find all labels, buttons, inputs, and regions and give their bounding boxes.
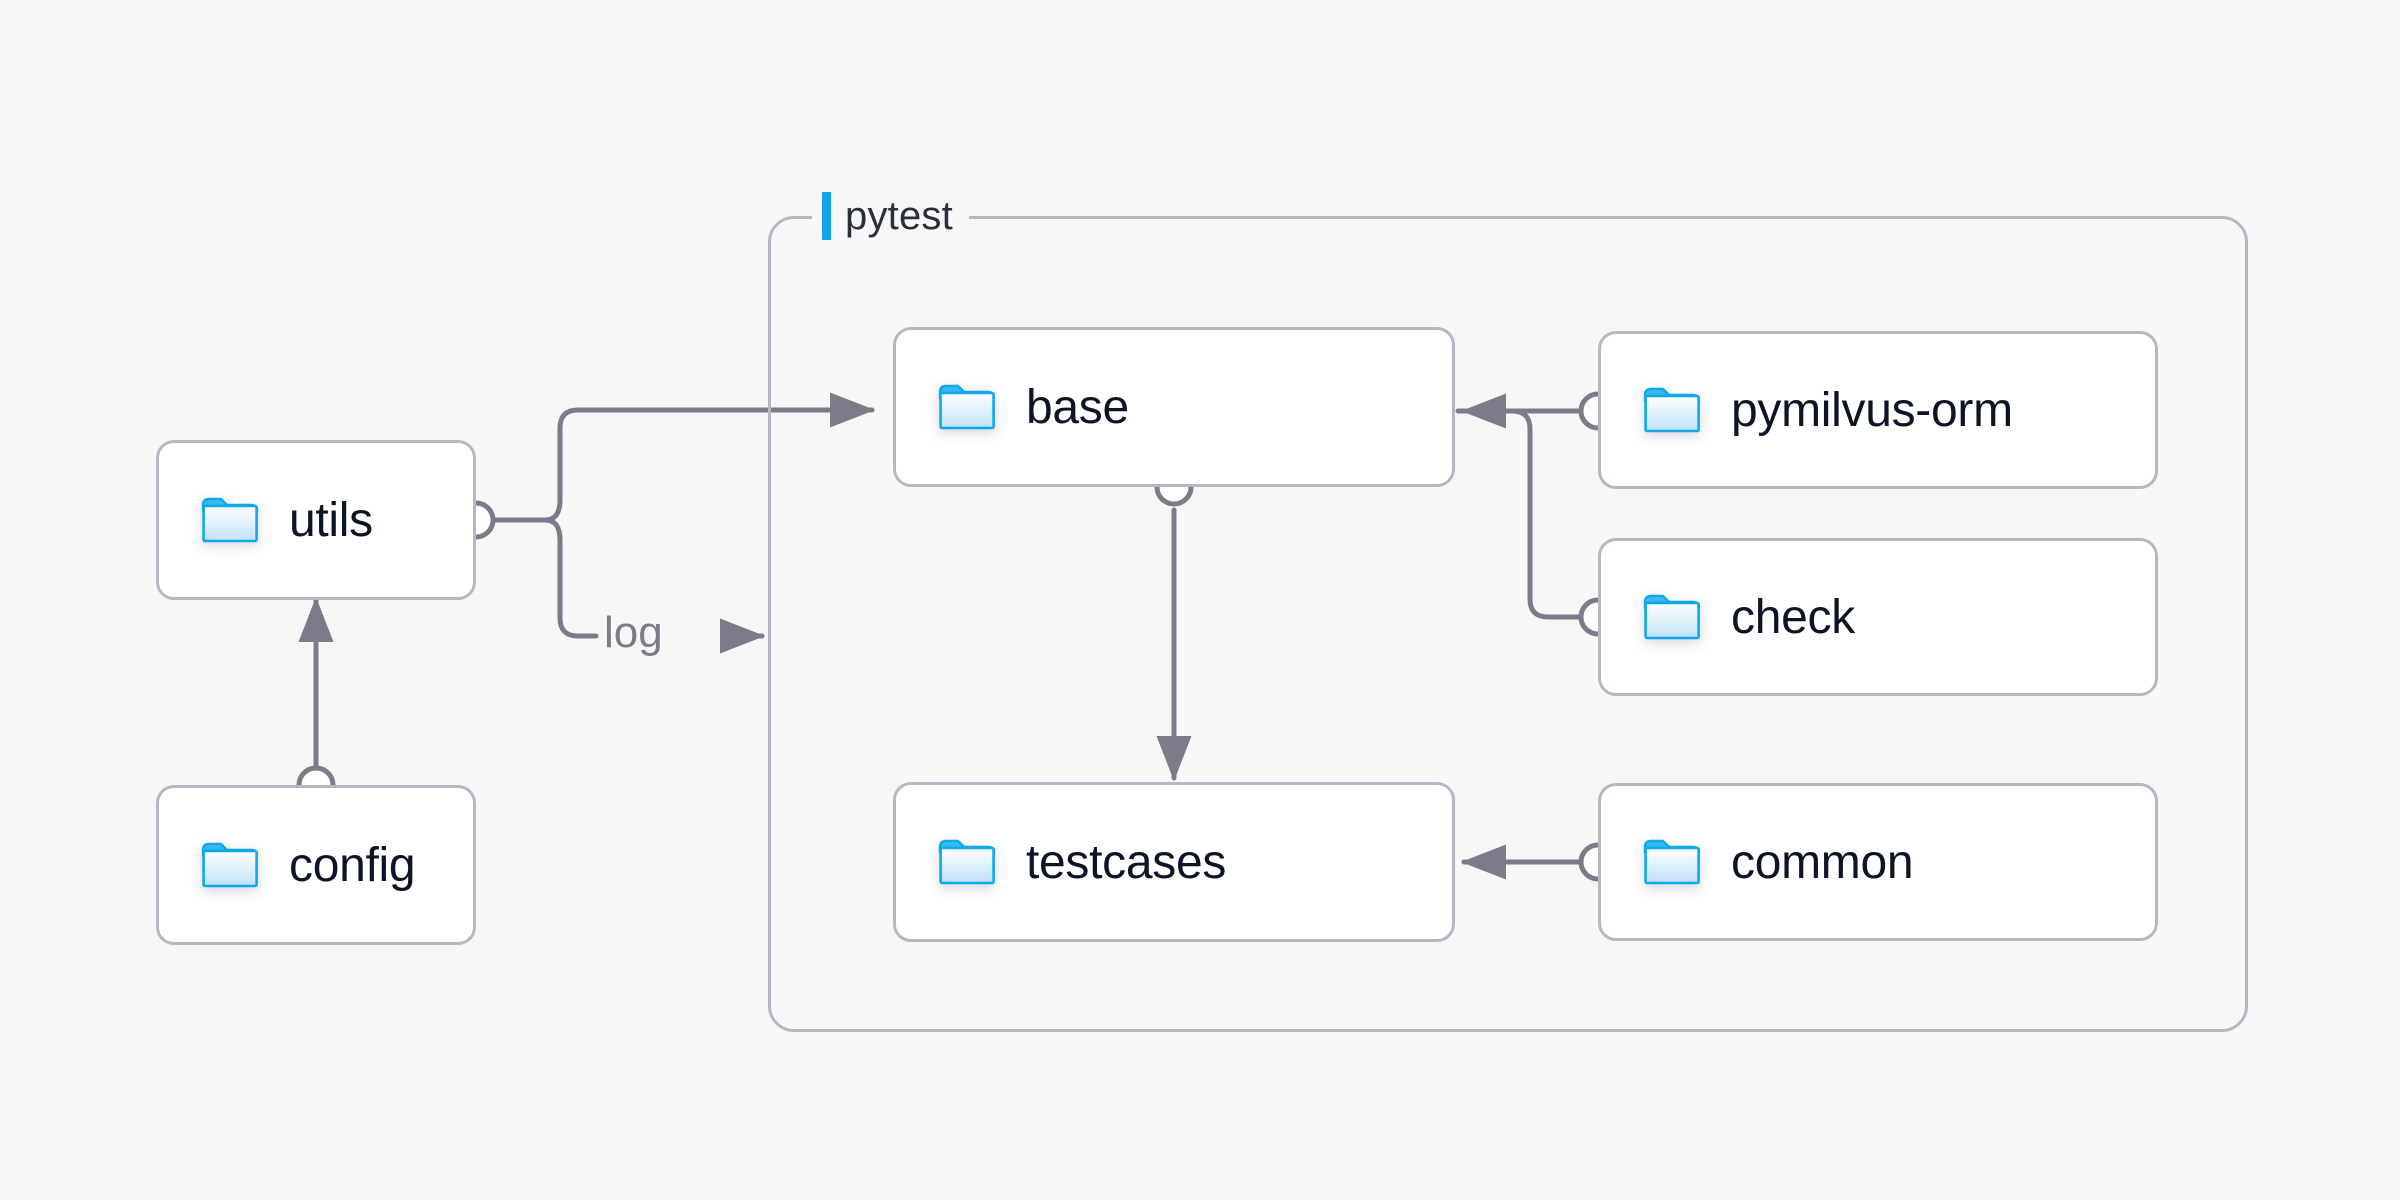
folder-icon bbox=[201, 496, 259, 544]
group-accent-bar bbox=[822, 192, 831, 240]
node-testcases[interactable]: testcases bbox=[893, 782, 1455, 942]
node-base[interactable]: base bbox=[893, 327, 1455, 487]
node-label: config bbox=[289, 838, 416, 892]
node-label: check bbox=[1731, 590, 1855, 644]
folder-icon bbox=[1643, 838, 1701, 886]
node-label: testcases bbox=[1026, 835, 1227, 889]
node-pymilvus-orm[interactable]: pymilvus-orm bbox=[1598, 331, 2158, 489]
edge-label-log: log bbox=[604, 608, 663, 657]
node-common[interactable]: common bbox=[1598, 783, 2158, 941]
node-label: common bbox=[1731, 835, 1914, 889]
node-label: base bbox=[1026, 380, 1129, 434]
folder-icon bbox=[201, 841, 259, 889]
node-label: pymilvus-orm bbox=[1731, 383, 2013, 437]
group-box-pytest bbox=[768, 216, 2248, 1032]
node-label: utils bbox=[289, 493, 373, 547]
folder-icon bbox=[1643, 386, 1701, 434]
node-utils[interactable]: utils bbox=[156, 440, 476, 600]
group-label-pytest: pytest bbox=[812, 188, 969, 244]
group-label-text: pytest bbox=[845, 193, 953, 238]
folder-icon bbox=[938, 838, 996, 886]
edge-utils-to-pytest-log bbox=[542, 517, 599, 639]
node-config[interactable]: config bbox=[156, 785, 476, 945]
folder-icon bbox=[1643, 593, 1701, 641]
folder-icon bbox=[938, 383, 996, 431]
node-check[interactable]: check bbox=[1598, 538, 2158, 696]
